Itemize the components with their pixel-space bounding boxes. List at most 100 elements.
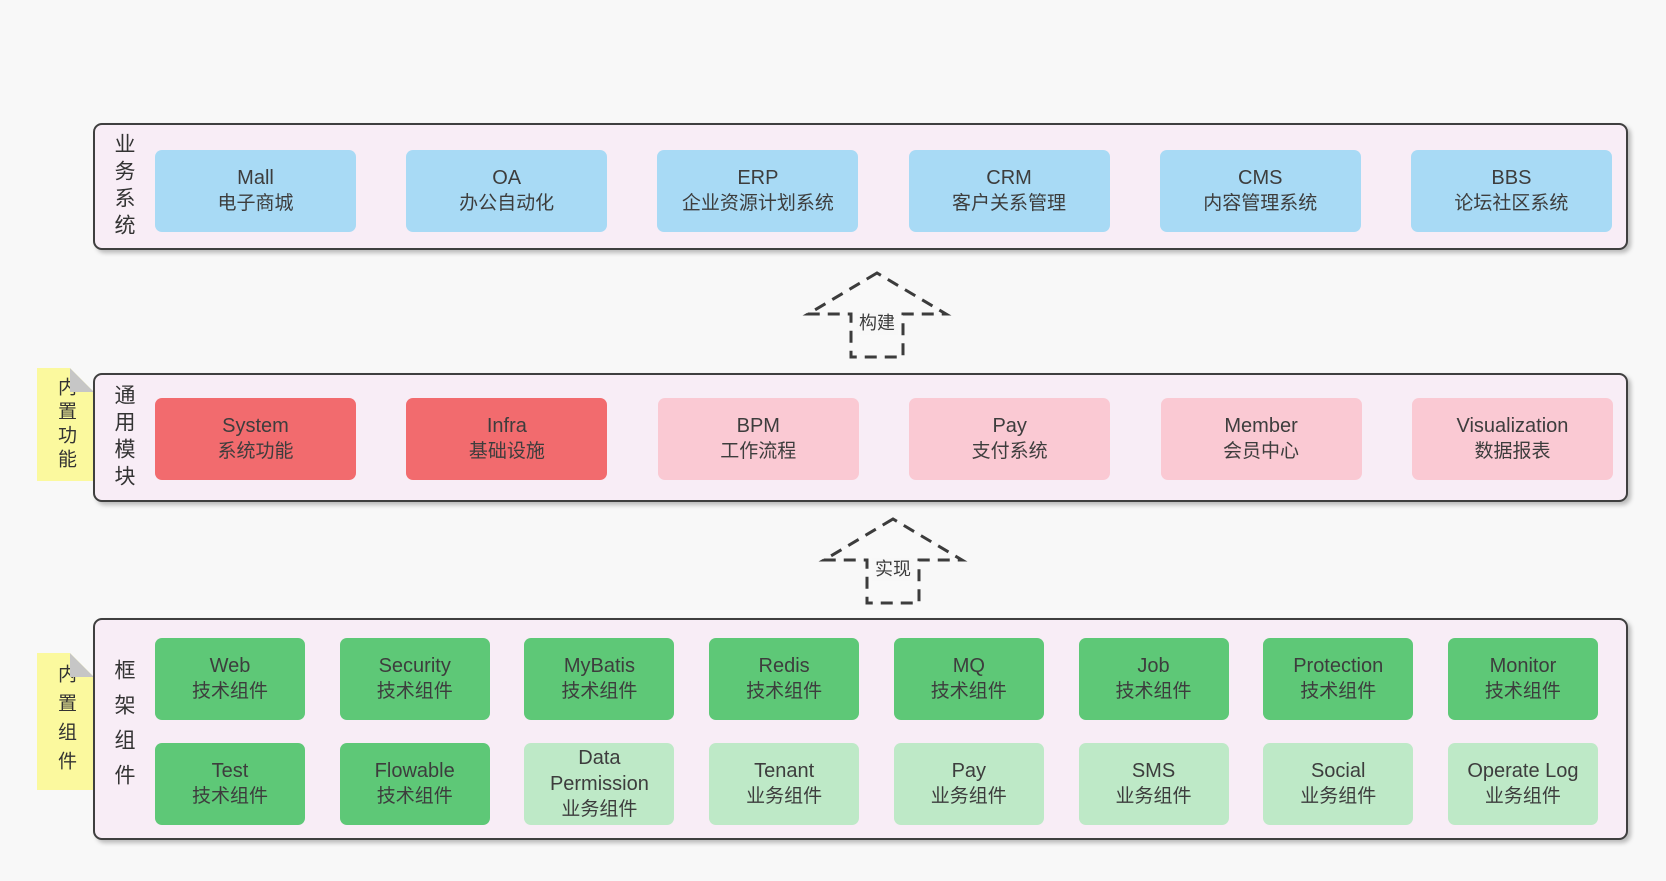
box-security: Security 技术组件 xyxy=(339,638,490,720)
box-member: Member 会员中心 xyxy=(1160,398,1362,480)
box-visualization: Visualization 数据报表 xyxy=(1411,398,1613,480)
sticky-label: 内置功能 xyxy=(55,376,76,473)
box-name: Operate Log xyxy=(1467,760,1579,782)
box-name: Flowable xyxy=(374,760,455,782)
box-desc: 办公自动化 xyxy=(459,193,555,214)
box-name: Job xyxy=(1137,655,1170,677)
box-name: Pay xyxy=(992,415,1027,437)
folded-corner-icon xyxy=(70,368,94,392)
box-desc: 会员中心 xyxy=(1223,441,1300,462)
box-name: SMS xyxy=(1131,760,1176,782)
box-desc: 业务组件 xyxy=(561,799,638,820)
box-name: MQ xyxy=(952,655,985,677)
box-test: Test 技术组件 xyxy=(155,743,305,825)
box-desc: 技术组件 xyxy=(561,681,638,702)
sticky-note-built-in-features: 内置功能 xyxy=(37,368,94,481)
box-name: BBS xyxy=(1491,167,1532,189)
modules-box-row: System 系统功能 Infra 基础设施 BPM 工作流程 Pay 支付系统… xyxy=(155,398,1613,480)
box-desc: 内容管理系统 xyxy=(1203,193,1318,214)
components-box-row-2: Test 技术组件 Flowable 技术组件 Data Permission … xyxy=(155,743,1598,825)
box-desc: 客户关系管理 xyxy=(952,193,1067,214)
box-name: BPM xyxy=(736,415,780,437)
box-desc: 企业资源计划系统 xyxy=(681,193,834,214)
box-name: Security xyxy=(378,655,451,677)
box-name: Tenant xyxy=(754,760,815,782)
panel-side-label: 通用模块 xyxy=(112,383,135,492)
box-name: MyBatis xyxy=(563,655,635,677)
box-data-permission: Data Permission 业务组件 xyxy=(524,743,675,825)
box-name: CRM xyxy=(986,167,1032,189)
box-bbs: BBS 论坛社区系统 xyxy=(1410,150,1612,232)
box-web: Web 技术组件 xyxy=(155,638,305,720)
box-mybatis: MyBatis 技术组件 xyxy=(524,638,675,720)
box-operate-log: Operate Log 业务组件 xyxy=(1447,743,1598,825)
box-desc: 业务组件 xyxy=(930,786,1007,807)
box-erp: ERP 企业资源计划系统 xyxy=(657,150,859,232)
business-systems-panel: 业务系统 Mall 电子商城 OA 办公自动化 ERP 企业资源计划系统 CRM… xyxy=(93,123,1628,250)
box-name: Data Permission xyxy=(549,747,649,795)
box-desc: 数据报表 xyxy=(1474,441,1551,462)
box-oa: OA 办公自动化 xyxy=(406,150,608,232)
box-desc: 技术组件 xyxy=(746,681,823,702)
box-desc: 技术组件 xyxy=(1115,681,1192,702)
box-bpm: BPM 工作流程 xyxy=(657,398,859,480)
box-name: Infra xyxy=(486,415,527,437)
box-name: Visualization xyxy=(1456,415,1569,437)
box-mall: Mall 电子商城 xyxy=(155,150,356,232)
box-tenant: Tenant 业务组件 xyxy=(709,743,860,825)
box-sms: SMS 业务组件 xyxy=(1078,743,1229,825)
box-desc: 电子商城 xyxy=(217,193,294,214)
box-pay-component: Pay 业务组件 xyxy=(893,743,1044,825)
box-job: Job 技术组件 xyxy=(1078,638,1229,720)
box-system: System 系统功能 xyxy=(155,398,356,480)
panel-side-label: 框架组件 xyxy=(112,659,135,799)
box-desc: 工作流程 xyxy=(720,441,797,462)
box-desc: 业务组件 xyxy=(1300,786,1377,807)
build-arrow: 构建 xyxy=(802,268,952,360)
box-desc: 业务组件 xyxy=(1484,786,1561,807)
box-social: Social 业务组件 xyxy=(1263,743,1414,825)
box-desc: 系统功能 xyxy=(217,441,294,462)
box-desc: 技术组件 xyxy=(376,681,453,702)
common-modules-panel: 通用模块 System 系统功能 Infra 基础设施 BPM 工作流程 Pay… xyxy=(93,373,1628,502)
box-name: Member xyxy=(1224,415,1298,437)
box-monitor: Monitor 技术组件 xyxy=(1447,638,1598,720)
box-desc: 技术组件 xyxy=(376,786,453,807)
arrow-label: 实现 xyxy=(872,558,914,581)
box-name: OA xyxy=(492,167,522,189)
box-desc: 论坛社区系统 xyxy=(1454,193,1569,214)
box-desc: 技术组件 xyxy=(191,786,268,807)
box-desc: 业务组件 xyxy=(746,786,823,807)
sticky-note-built-in-components: 内置组件 xyxy=(37,653,94,790)
box-desc: 技术组件 xyxy=(1484,681,1561,702)
box-desc: 技术组件 xyxy=(930,681,1007,702)
box-desc: 技术组件 xyxy=(1300,681,1377,702)
box-name: Protection xyxy=(1293,655,1384,677)
box-desc: 支付系统 xyxy=(971,441,1048,462)
panel-side-label: 业务系统 xyxy=(112,132,135,241)
arrow-label: 构建 xyxy=(856,312,898,335)
box-name: Test xyxy=(211,760,249,782)
box-redis: Redis 技术组件 xyxy=(709,638,860,720)
box-name: Redis xyxy=(758,655,810,677)
box-name: Monitor xyxy=(1489,655,1557,677)
box-protection: Protection 技术组件 xyxy=(1263,638,1414,720)
box-name: CMS xyxy=(1238,167,1283,189)
framework-components-panel: 框架组件 Web 技术组件 Security 技术组件 MyBatis 技术组件… xyxy=(93,618,1628,840)
folded-corner-icon xyxy=(70,653,94,677)
box-name: ERP xyxy=(737,167,779,189)
box-flowable: Flowable 技术组件 xyxy=(339,743,490,825)
box-cms: CMS 内容管理系统 xyxy=(1159,150,1361,232)
box-name: Mall xyxy=(237,167,274,189)
box-desc: 技术组件 xyxy=(191,681,268,702)
box-desc: 基础设施 xyxy=(468,441,545,462)
business-box-row: Mall 电子商城 OA 办公自动化 ERP 企业资源计划系统 CRM 客户关系… xyxy=(155,150,1612,232)
box-name: System xyxy=(222,415,289,437)
box-pay: Pay 支付系统 xyxy=(909,398,1111,480)
box-infra: Infra 基础设施 xyxy=(406,398,608,480)
box-desc: 业务组件 xyxy=(1115,786,1192,807)
box-name: Social xyxy=(1310,760,1366,782)
box-mq: MQ 技术组件 xyxy=(893,638,1044,720)
sticky-label: 内置组件 xyxy=(55,663,76,780)
